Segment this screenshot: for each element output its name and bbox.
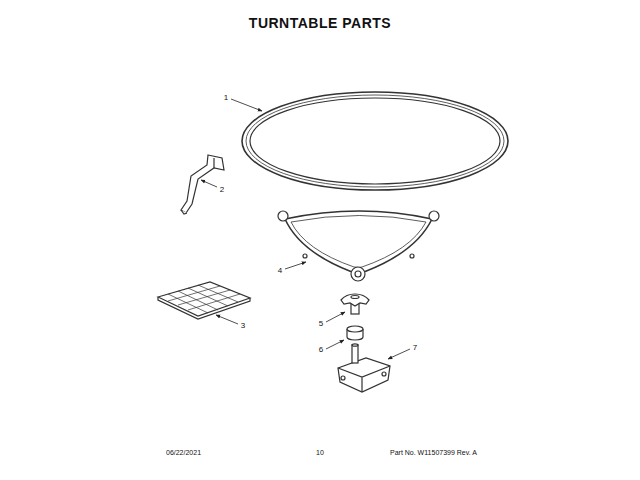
motor bbox=[338, 344, 390, 392]
title: TURNTABLE PARTS bbox=[249, 16, 391, 30]
callout-number: 6 bbox=[319, 346, 323, 354]
footer-date: 06/22/2021 bbox=[166, 449, 201, 456]
page-number: 10 bbox=[316, 449, 324, 456]
bracket bbox=[181, 155, 224, 214]
callout-number: 4 bbox=[278, 267, 282, 275]
coupler bbox=[341, 294, 369, 314]
grid-plate bbox=[158, 282, 250, 319]
roller bbox=[347, 326, 363, 340]
leader-lines bbox=[201, 99, 410, 359]
callout-number: 1 bbox=[224, 94, 228, 102]
glass-tray bbox=[242, 92, 508, 190]
callout-number: 7 bbox=[413, 344, 417, 352]
callout-number: 3 bbox=[241, 322, 245, 330]
roller-guide bbox=[278, 211, 439, 281]
callout-number: 5 bbox=[319, 320, 323, 328]
part-number: Part No. W11507399 Rev. A bbox=[390, 449, 477, 456]
callout-number: 2 bbox=[220, 186, 224, 194]
